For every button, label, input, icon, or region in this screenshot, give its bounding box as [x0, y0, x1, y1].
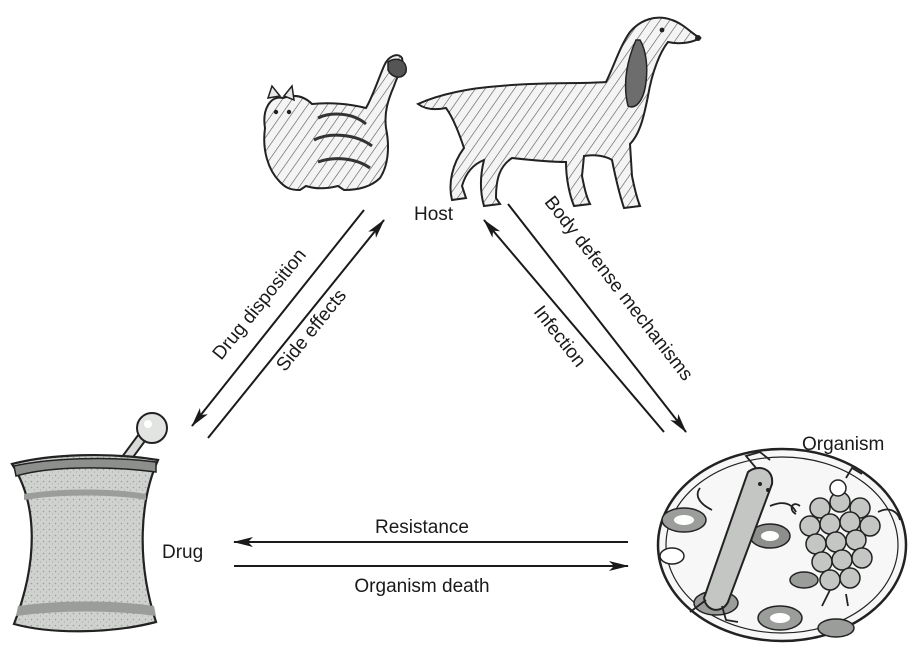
- petri-dish-icon: [658, 449, 906, 641]
- mortar-and-pestle-icon: [12, 413, 167, 631]
- drug-label: Drug: [162, 542, 203, 563]
- organism-death-label: Organism death: [354, 576, 489, 597]
- infection-label: Infection: [529, 302, 590, 372]
- dog-icon: [418, 18, 701, 208]
- drug-disposition-arrow: [192, 210, 364, 426]
- cat-icon: [264, 55, 406, 190]
- resistance-label: Resistance: [375, 517, 469, 538]
- organism-label: Organism: [802, 434, 884, 455]
- side-effects-label: Side effects: [272, 285, 351, 375]
- host-label: Host: [414, 204, 454, 225]
